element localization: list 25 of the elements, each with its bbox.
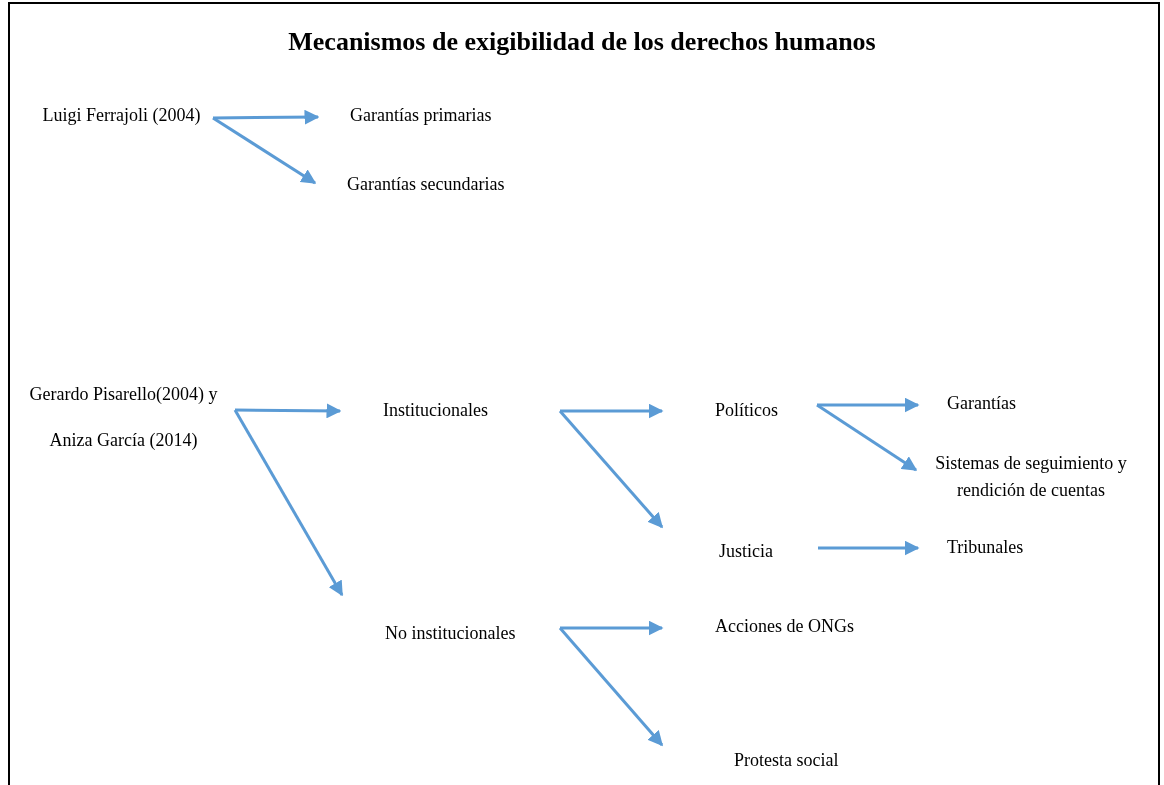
arrow <box>818 540 920 556</box>
node-label: Garantías primarias <box>350 104 493 127</box>
arrow <box>558 627 664 747</box>
node-label: Gerardo Pisarello(2004) y Aniza García (2014) <box>28 383 219 452</box>
node-label: Luigi Ferrajoli (2004) <box>41 104 202 127</box>
node-label: Protesta social <box>734 749 840 772</box>
arrow <box>558 410 664 529</box>
node-label: Acciones de ONGs <box>715 615 855 638</box>
arrow <box>212 116 317 185</box>
node-label: Garantías secundarias <box>347 173 506 196</box>
node-label: Institucionales <box>383 399 489 422</box>
arrow <box>816 403 918 472</box>
node-label: Tribunales <box>947 536 1025 559</box>
arrow <box>817 397 920 413</box>
arrow <box>213 109 320 125</box>
arrow <box>233 409 344 597</box>
arrow <box>560 403 664 419</box>
node-label: Garantías <box>947 392 1017 415</box>
node-label: No institucionales <box>385 622 517 645</box>
node-label: Sistemas de seguimiento y rendición de cuentas <box>934 452 1128 502</box>
node-label: Políticos <box>715 399 779 422</box>
node-label: Justicia <box>719 540 774 563</box>
arrow <box>235 403 342 419</box>
arrow <box>560 620 664 636</box>
diagram-title: Mecanismos de exigibilidad de los derechos humanos <box>287 26 877 58</box>
